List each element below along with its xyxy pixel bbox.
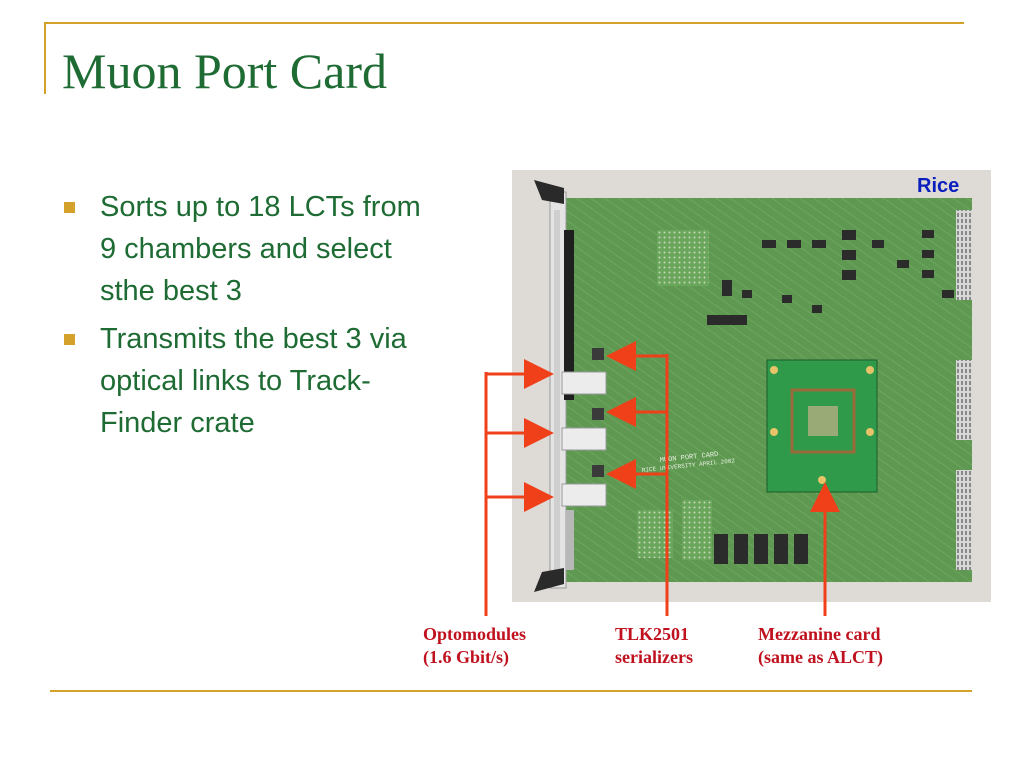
callout-line: (same as ALCT): [758, 647, 883, 667]
bullet-item: Sorts up to 18 LCTs from 9 chambers and …: [62, 186, 442, 312]
top-left-rule: [44, 22, 46, 94]
callout-line: serializers: [615, 647, 693, 667]
rice-label: Rice: [917, 175, 960, 197]
mezzanine-callout: Mezzanine card (same as ALCT): [758, 623, 883, 669]
bullet-text: Sorts up to 18 LCTs from 9 chambers and …: [100, 191, 421, 307]
bullet-item: Transmits the best 3 via optical links t…: [62, 318, 442, 444]
callout-line: Optomodules: [423, 624, 527, 644]
square-bullet-icon: [64, 202, 75, 213]
bottom-rule: [50, 690, 972, 692]
serializers-callout: TLK2501 serializers: [615, 623, 693, 669]
slide-title: Muon Port Card: [62, 43, 387, 99]
bullet-list: Sorts up to 18 LCTs from 9 chambers and …: [62, 186, 442, 450]
callout-line: (1.6 Gbit/s): [423, 647, 510, 667]
callout-line: TLK2501: [615, 624, 690, 644]
circuit-board-photo: MUON PORT CARD RICE UNIVERSITY APRIL 200…: [512, 170, 991, 602]
top-rule: [44, 22, 964, 24]
bullet-text: Transmits the best 3 via optical links t…: [100, 323, 407, 439]
optomodules-callout: Optomodules (1.6 Gbit/s): [423, 623, 526, 669]
callout-line: Mezzanine card: [758, 624, 881, 644]
square-bullet-icon: [64, 334, 75, 345]
